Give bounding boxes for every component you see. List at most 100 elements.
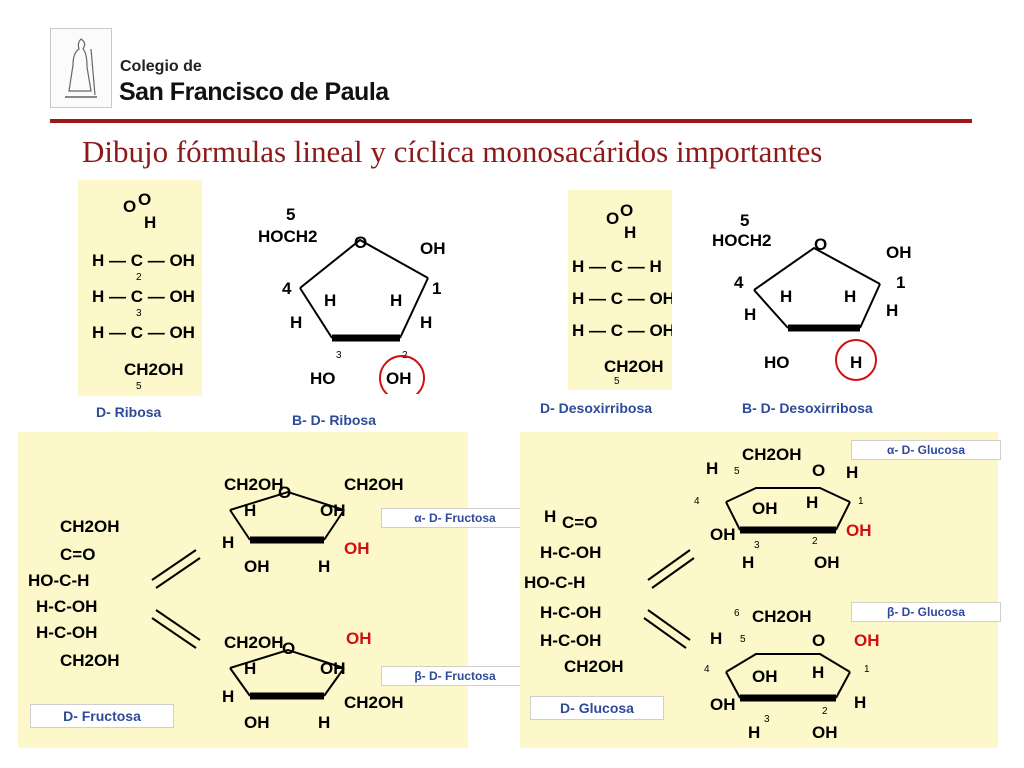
svg-text:H: H — [318, 557, 330, 576]
svg-text:O: O — [278, 483, 291, 502]
svg-text:CH2OH: CH2OH — [604, 357, 664, 376]
svg-text:3: 3 — [336, 350, 342, 361]
svg-text:5: 5 — [740, 634, 746, 645]
svg-text:C=O: C=O — [562, 513, 597, 532]
tag-b-d-fructosa: β- D- Fructosa — [381, 666, 529, 686]
svg-text:H — C — H: H — C — H — [572, 257, 662, 276]
svg-text:O: O — [606, 209, 619, 228]
svg-text:HO-C-H: HO-C-H — [28, 571, 89, 590]
svg-text:H: H — [846, 463, 858, 482]
svg-text:HO: HO — [310, 369, 336, 388]
highlight-circle — [835, 339, 877, 381]
svg-text:HOCH2: HOCH2 — [258, 227, 318, 246]
svg-text:OH: OH — [320, 501, 346, 520]
svg-text:H — C — OH: H — C — OH — [92, 251, 195, 270]
saint-figure-icon — [65, 38, 97, 98]
desoxi-linear-formula: O O H H — C — H H — C — OH H — C — OH CH… — [572, 201, 675, 387]
svg-text:H: H — [318, 713, 330, 732]
tag-b-d-glucosa: β- D- Glucosa — [851, 602, 1001, 622]
svg-text:OH: OH — [854, 631, 880, 650]
svg-text:C=O: C=O — [60, 545, 95, 564]
ribosa-linear-formula: O O H H — C — OH H — C — OH H — C — OH C… — [92, 190, 195, 392]
svg-text:H: H — [886, 301, 898, 320]
tag-d-glucosa: D- Glucosa — [530, 696, 664, 720]
label-d-ribosa: D- Ribosa — [96, 404, 162, 420]
school-logo — [50, 28, 112, 108]
svg-text:1: 1 — [864, 664, 870, 675]
svg-text:5: 5 — [136, 381, 142, 392]
svg-text:3: 3 — [764, 714, 770, 725]
svg-text:H: H — [780, 287, 792, 306]
svg-text:CH2OH: CH2OH — [60, 517, 120, 536]
ribosa-aldehyde: O — [123, 197, 136, 216]
svg-text:OH: OH — [752, 499, 778, 518]
svg-text:5: 5 — [614, 376, 620, 387]
svg-text:CH2OH: CH2OH — [742, 445, 802, 464]
svg-text:6: 6 — [734, 608, 740, 619]
svg-text:5: 5 — [740, 212, 749, 230]
svg-text:H-C-OH: H-C-OH — [36, 597, 97, 616]
svg-text:H: H — [222, 687, 234, 706]
svg-text:CH2OH: CH2OH — [224, 633, 284, 652]
tag-d-fructosa: D- Fructosa — [30, 704, 174, 728]
svg-text:H: H — [806, 493, 818, 512]
svg-text:OH: OH — [244, 557, 270, 576]
svg-text:OH: OH — [420, 239, 446, 258]
svg-text:H: H — [710, 629, 722, 648]
desoxi-linear-panel: O O H H — C — H H — C — OH H — C — OH CH… — [568, 190, 675, 390]
svg-text:H-C-OH: H-C-OH — [36, 623, 97, 642]
svg-text:H: H — [742, 553, 754, 572]
svg-text:H — C — OH: H — C — OH — [572, 289, 672, 308]
svg-text:CH2OH: CH2OH — [224, 475, 284, 494]
label-d-desoxirribosa: D- Desoxirribosa — [540, 400, 653, 416]
logo-text-line2: San Francisco de Paula — [119, 78, 389, 106]
header-rule — [50, 119, 972, 123]
tag-a-d-fructosa: α- D- Fructosa — [381, 508, 529, 528]
svg-text:O: O — [814, 235, 827, 254]
svg-text:OH: OH — [710, 695, 736, 714]
svg-text:H — C — OH: H — C — OH — [572, 321, 672, 340]
svg-text:OH: OH — [320, 659, 346, 678]
svg-text:HO-C-H: HO-C-H — [524, 573, 585, 592]
svg-text:OH: OH — [846, 521, 872, 540]
svg-text:H-C-OH: H-C-OH — [540, 631, 601, 650]
svg-text:H: H — [624, 223, 636, 242]
svg-text:H — C — OH: H — C — OH — [92, 323, 195, 342]
svg-text:O: O — [354, 233, 367, 252]
label-b-d-ribosa: B- D- Ribosa — [292, 412, 376, 428]
b-d-ribosa-ring: HOCH2 5 O OH 4 1 H H H H 3 2 HO OH — [252, 198, 452, 401]
svg-text:CH2OH: CH2OH — [752, 607, 812, 626]
glucosa-diagram: H C=O H-C-OH HO-C-H H-C-OH H-C-OH CH2OH … — [524, 445, 880, 742]
svg-text:O: O — [812, 461, 825, 480]
svg-text:H: H — [324, 291, 336, 310]
svg-text:1: 1 — [432, 279, 441, 298]
svg-text:O: O — [812, 631, 825, 650]
svg-text:4: 4 — [734, 273, 744, 292]
svg-text:H: H — [812, 663, 824, 682]
svg-text:1: 1 — [858, 496, 864, 507]
svg-text:O: O — [620, 201, 633, 220]
svg-text:3: 3 — [754, 540, 760, 551]
svg-text:H — C — OH: H — C — OH — [92, 287, 195, 306]
ribosa-linear-panel: O O H H — C — OH H — C — OH H — C — OH C… — [78, 180, 202, 396]
svg-text:3: 3 — [136, 308, 142, 319]
svg-text:CH2OH: CH2OH — [564, 657, 624, 676]
logo-text-line1: Colegio de — [120, 58, 202, 75]
svg-text:H: H — [420, 313, 432, 332]
svg-text:H: H — [706, 459, 718, 478]
label-b-d-desoxirribosa: B- D- Desoxirribosa — [742, 400, 873, 416]
svg-text:H: H — [222, 533, 234, 552]
svg-text:OH: OH — [886, 243, 912, 262]
svg-text:OH: OH — [346, 629, 372, 648]
page-title: Dibujo fórmulas lineal y cíclica monosac… — [82, 134, 823, 169]
svg-text:OH: OH — [386, 369, 412, 388]
svg-text:2: 2 — [812, 536, 818, 547]
fructosa-diagram: CH2OH C=O HO-C-H H-C-OH H-C-OH CH2OH CH2… — [28, 475, 404, 732]
svg-text:OH: OH — [814, 553, 840, 572]
svg-text:CH2OH: CH2OH — [60, 651, 120, 670]
svg-text:OH: OH — [752, 667, 778, 686]
svg-text:HO: HO — [764, 353, 790, 372]
svg-text:4: 4 — [694, 496, 700, 507]
svg-text:4: 4 — [704, 664, 710, 675]
svg-text:H: H — [744, 305, 756, 324]
